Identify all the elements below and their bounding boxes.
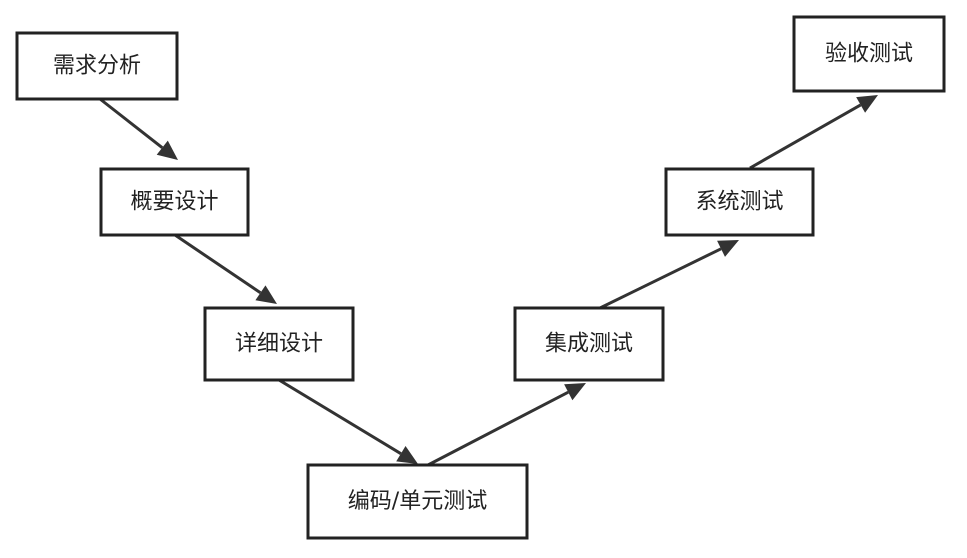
edge-outline-to-detail <box>174 233 277 304</box>
edge-line <box>278 378 402 455</box>
node-label: 概要设计 <box>130 190 218 215</box>
node-label: 系统测试 <box>695 190 783 215</box>
node-label: 编码/单元测试 <box>348 489 487 514</box>
node-label: 详细设计 <box>235 332 323 357</box>
node-box <box>306 463 529 540</box>
node-requirements: 需求分析 <box>15 31 179 101</box>
arrow-head-icon <box>856 95 878 113</box>
edge-detail-to-coding <box>278 378 418 464</box>
edge-requirements-to-outline <box>99 97 178 160</box>
edges-layer <box>99 95 878 467</box>
arrow-head-icon <box>156 140 178 160</box>
edge-line <box>174 233 262 295</box>
node-box <box>203 306 355 382</box>
edge-system-to-acceptance <box>749 95 878 170</box>
node-box <box>664 167 815 237</box>
node-coding: 编码/单元测试 <box>306 463 529 540</box>
node-system: 系统测试 <box>664 167 815 237</box>
edge-line <box>427 390 569 467</box>
node-label: 验收测试 <box>825 42 913 67</box>
arrow-head-icon <box>255 285 277 304</box>
node-box <box>792 15 946 93</box>
arrow-head-icon <box>396 445 418 464</box>
arrow-head-icon <box>564 383 586 401</box>
edge-line <box>599 247 722 310</box>
edge-line <box>99 97 164 149</box>
node-integration: 集成测试 <box>513 306 665 382</box>
node-outline: 概要设计 <box>99 167 250 237</box>
arrow-head-icon <box>717 240 739 257</box>
edge-line <box>749 103 862 170</box>
edge-coding-to-integration <box>427 383 586 467</box>
node-box <box>99 167 250 237</box>
node-acceptance: 验收测试 <box>792 15 946 93</box>
node-box <box>15 31 179 101</box>
node-detail: 详细设计 <box>203 306 355 382</box>
node-label: 需求分析 <box>53 54 141 79</box>
edge-integration-to-system <box>599 240 739 310</box>
node-box <box>513 306 665 382</box>
node-label: 集成测试 <box>545 332 633 357</box>
